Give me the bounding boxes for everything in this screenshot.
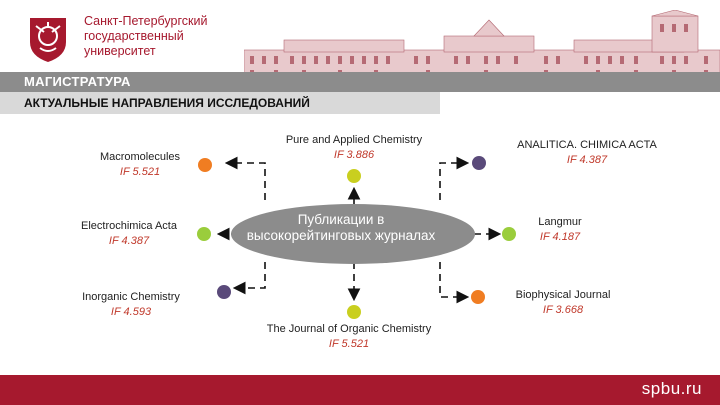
- journal-name: Inorganic Chemistry: [82, 291, 180, 303]
- dot-inorganic: [217, 285, 231, 299]
- journal-analitica: ANALITICA. CHIMICA ACTA IF 4.387: [492, 138, 682, 168]
- university-crest-icon: [30, 18, 66, 62]
- connector-biophysical: [439, 262, 470, 304]
- university-name-line3: университет: [84, 44, 156, 58]
- university-name-line2: государственный: [84, 29, 184, 43]
- journal-pure-applied: Pure and Applied Chemistry IF 3.886: [254, 133, 454, 163]
- journal-name: The Journal of Organic Chemistry: [266, 323, 432, 335]
- connector-inorganic: [232, 262, 266, 295]
- journal-macromolecules: Macromolecules IF 5.521: [70, 150, 210, 180]
- footer-site-link[interactable]: spbu.ru: [641, 379, 702, 398]
- journal-impact-factor: IF 3.668: [542, 304, 584, 316]
- journal-biophysical: Biophysical Journal IF 3.668: [494, 288, 632, 318]
- journal-impact-factor: IF 5.521: [119, 166, 161, 178]
- header: Санкт-Петербургский государственный унив…: [0, 0, 720, 82]
- journal-name: Pure and Applied Chemistry: [285, 134, 423, 146]
- dot-macromolecules: [198, 158, 212, 172]
- section-bar: МАГИСТРАТУРА: [0, 72, 720, 92]
- journal-electrochimica: Electrochimica Acta IF 4.387: [54, 219, 204, 249]
- center-label: Публикации в высокорейтинговых журналах: [246, 212, 436, 243]
- journal-impact-factor: IF 4.593: [110, 306, 152, 318]
- dot-organic: [347, 305, 361, 319]
- dot-pure-applied: [347, 169, 361, 183]
- dot-analitica: [472, 156, 486, 170]
- journal-name: ANALITICA. CHIMICA ACTA: [517, 139, 657, 151]
- dot-langmur: [502, 227, 516, 241]
- section-bar-label: МАГИСТРАТУРА: [24, 74, 131, 89]
- journal-impact-factor: IF 4.387: [108, 235, 150, 247]
- journal-name: Langmur: [538, 216, 582, 228]
- connector-macromolecules: [224, 156, 266, 200]
- university-name-line1: Санкт-Петербургский: [84, 14, 208, 28]
- topic-bar-label: АКТУАЛЬНЫЕ НАПРАВЛЕНИЯ ИССЛЕДОВАНИЙ: [24, 96, 310, 110]
- dot-electrochimica: [197, 227, 211, 241]
- journal-name: Biophysical Journal: [515, 289, 611, 301]
- journal-impact-factor: IF 5.521: [328, 338, 370, 350]
- journal-organic: The Journal of Organic Chemistry IF 5.52…: [234, 322, 464, 352]
- university-name: Санкт-Петербургский государственный унив…: [84, 14, 224, 59]
- dot-biophysical: [471, 290, 485, 304]
- journal-name: Macromolecules: [99, 151, 181, 163]
- journal-name: Electrochimica Acta: [81, 220, 177, 232]
- journal-inorganic: Inorganic Chemistry IF 4.593: [56, 290, 206, 320]
- center-ellipse: [231, 204, 475, 264]
- topic-bar: АКТУАЛЬНЫЕ НАПРАВЛЕНИЯ ИССЛЕДОВАНИЙ: [0, 92, 440, 114]
- connector-analitica: [439, 156, 470, 200]
- journal-langmur: Langmur IF 4.187: [510, 215, 610, 245]
- journal-impact-factor: IF 4.187: [539, 231, 581, 243]
- journal-impact-factor: IF 4.387: [566, 154, 608, 166]
- footer: spbu.ru: [0, 375, 720, 405]
- journal-impact-factor: IF 3.886: [333, 149, 375, 161]
